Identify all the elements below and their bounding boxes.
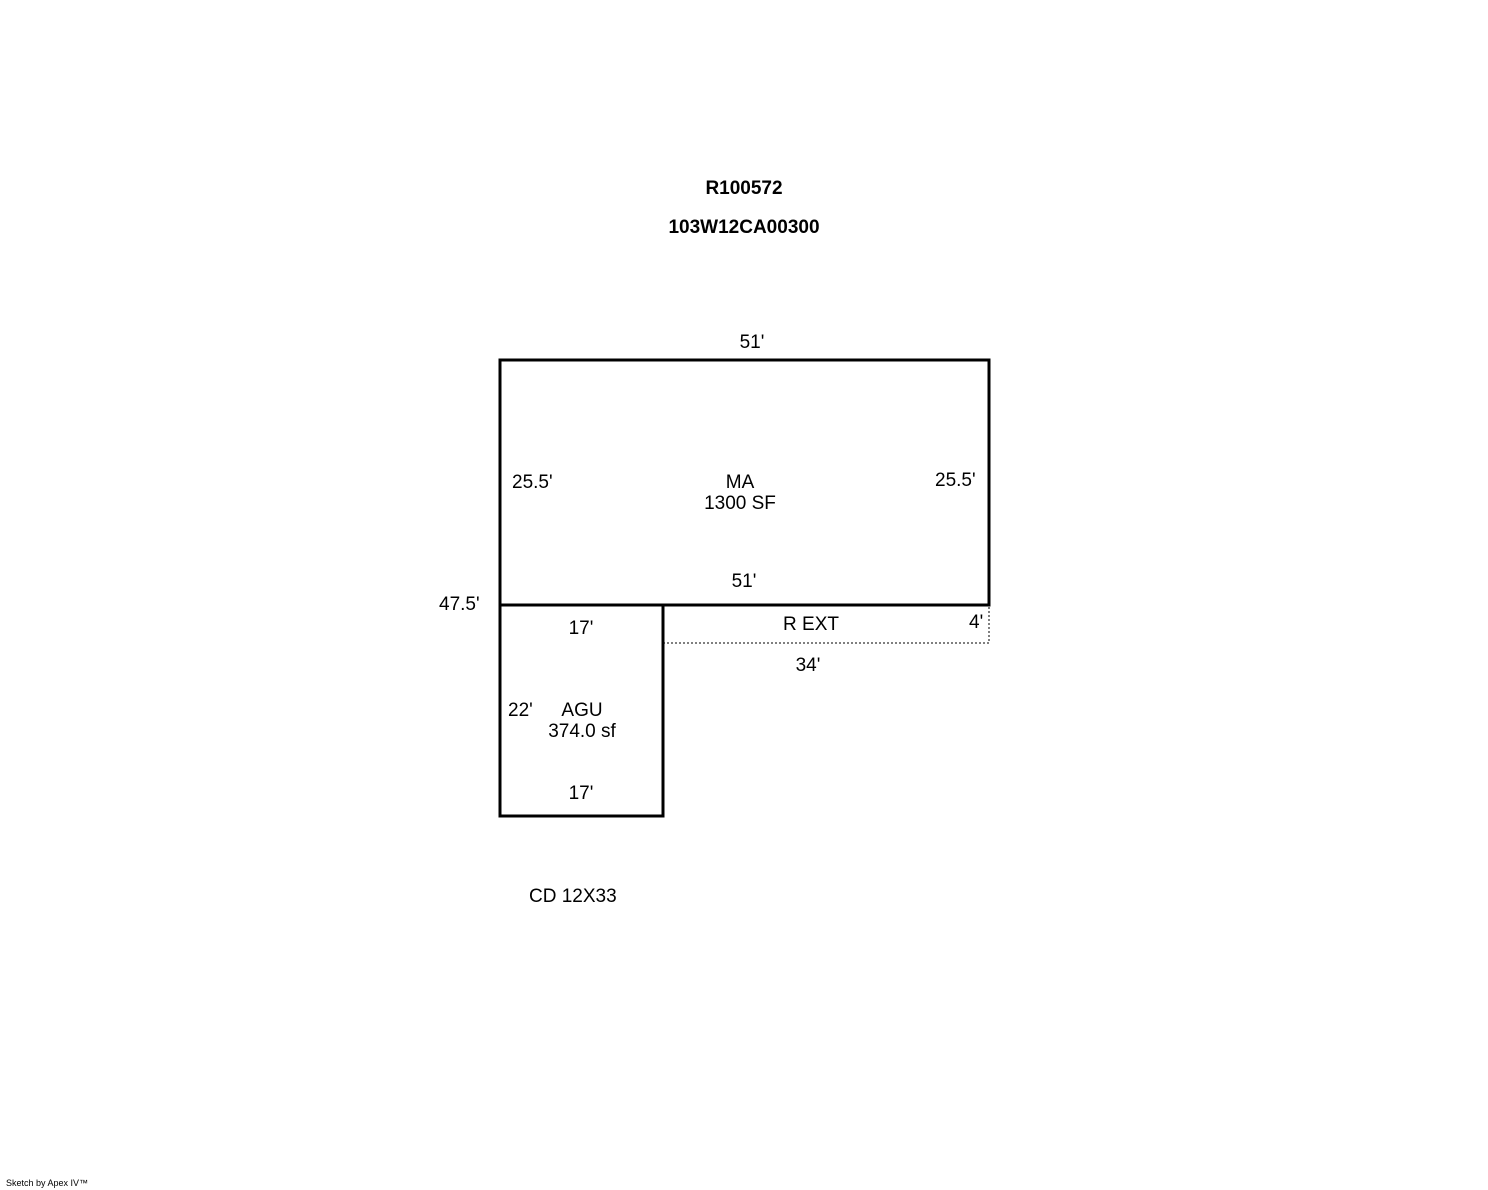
garage-outline (498, 603, 665, 818)
account-id: R100572 (705, 178, 783, 199)
main-bottom-dimension: 51' (731, 571, 757, 592)
main-top-dimension: 51' (739, 332, 765, 353)
garage-bottom-dimension: 17' (568, 783, 594, 804)
extension-right-dimension: 4' (969, 612, 984, 633)
deck-note: CD 12X33 (529, 886, 617, 907)
main-right-dimension: 25.5' (935, 470, 976, 491)
main-area-code: MA (725, 472, 755, 493)
garage-left-dimension: 22' (508, 700, 533, 721)
garage-area-label: AGU 374.0 sf (548, 700, 616, 742)
garage-top-dimension: 17' (568, 618, 594, 639)
extension-bottom-dimension: 34' (795, 655, 821, 676)
map-tax-lot: 103W12CA00300 (668, 217, 820, 238)
main-area-label: MA 1300 SF (704, 472, 776, 514)
main-area-outline (498, 358, 991, 607)
extension-code: R EXT (783, 614, 839, 635)
extension-outline (663, 605, 990, 644)
main-left-dimension: 25.5' (512, 472, 553, 493)
garage-area-size: 374.0 sf (548, 721, 616, 742)
garage-area-code: AGU (561, 700, 603, 721)
main-area-size: 1300 SF (704, 493, 776, 514)
overall-dimension: 47.5' (439, 594, 480, 615)
sketch-credit: Sketch by Apex IV™ (6, 1178, 89, 1188)
